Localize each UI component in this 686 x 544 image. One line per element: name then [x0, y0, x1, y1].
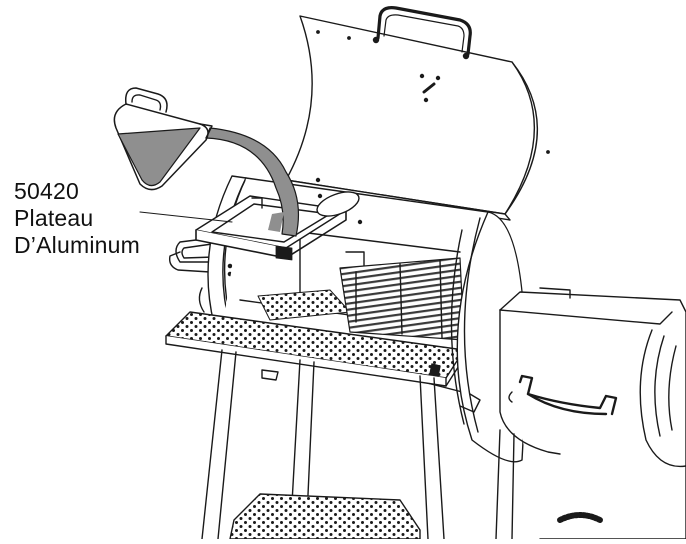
part-number: 50420	[14, 178, 79, 204]
side-handle	[168, 237, 215, 273]
poured-liquid	[205, 127, 300, 237]
open-lid	[285, 6, 550, 221]
part-name-line-2: D’Aluminum	[14, 232, 140, 258]
pitcher	[113, 87, 213, 191]
cooking-grates	[339, 257, 465, 341]
vent-disc	[316, 191, 360, 217]
callout-leader-line	[139, 211, 233, 223]
part-name-line-1: Plateau	[14, 205, 94, 231]
firebox	[499, 287, 686, 540]
chamber-right-end	[450, 211, 526, 463]
legs-and-lower-shelf	[201, 349, 603, 540]
part-callout: 50420 Plateau D’Aluminum	[14, 178, 140, 259]
